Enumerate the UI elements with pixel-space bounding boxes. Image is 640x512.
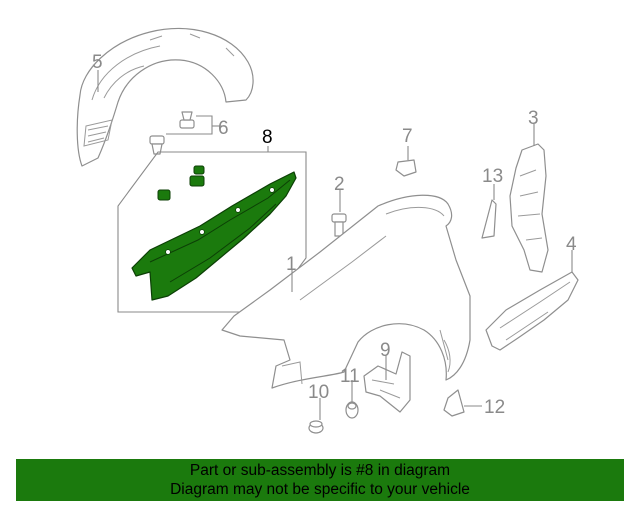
callout-5[interactable]: 5 bbox=[92, 52, 103, 73]
callout-3[interactable]: 3 bbox=[528, 108, 539, 129]
part-9-mudflap[interactable] bbox=[363, 351, 411, 413]
part-7-bracket[interactable] bbox=[395, 159, 417, 177]
callout-10[interactable]: 10 bbox=[308, 382, 329, 403]
part-13-trim[interactable] bbox=[481, 199, 497, 239]
part-6-clips[interactable] bbox=[149, 111, 195, 155]
banner-line-part-info: Part or sub-assembly is #8 in diagram bbox=[189, 462, 451, 479]
callout-7[interactable]: 7 bbox=[402, 126, 413, 147]
part-4-apron[interactable] bbox=[485, 271, 579, 351]
callout-13[interactable]: 13 bbox=[482, 166, 503, 187]
part-10-screw[interactable] bbox=[308, 420, 324, 434]
parts-diagram: 5 6 8 7 2 bbox=[76, 28, 579, 434]
callout-8[interactable]: 8 bbox=[262, 127, 273, 148]
info-banner: Part or sub-assembly is #8 in diagram Di… bbox=[16, 459, 624, 501]
callout-2[interactable]: 2 bbox=[334, 174, 345, 195]
part-8-callout-box bbox=[117, 146, 307, 313]
part-11-grommet[interactable] bbox=[345, 401, 359, 419]
callout-11[interactable]: 11 bbox=[340, 366, 360, 387]
part-12-bracket[interactable] bbox=[443, 389, 465, 417]
part-1-fender[interactable] bbox=[221, 194, 471, 389]
callout-4[interactable]: 4 bbox=[566, 234, 577, 255]
callout-6[interactable]: 6 bbox=[218, 118, 229, 139]
callout-1[interactable]: 1 bbox=[286, 254, 297, 275]
part-3-support[interactable] bbox=[509, 143, 549, 273]
banner-line-disclaimer: Diagram may not be specific to your vehi… bbox=[170, 481, 470, 498]
callout-9[interactable]: 9 bbox=[380, 340, 391, 361]
part-5-fender-liner[interactable] bbox=[76, 28, 254, 167]
callout-12[interactable]: 12 bbox=[484, 397, 505, 418]
part-8-apron-highlighted[interactable] bbox=[131, 165, 297, 301]
part-2-bolt[interactable] bbox=[331, 213, 347, 237]
